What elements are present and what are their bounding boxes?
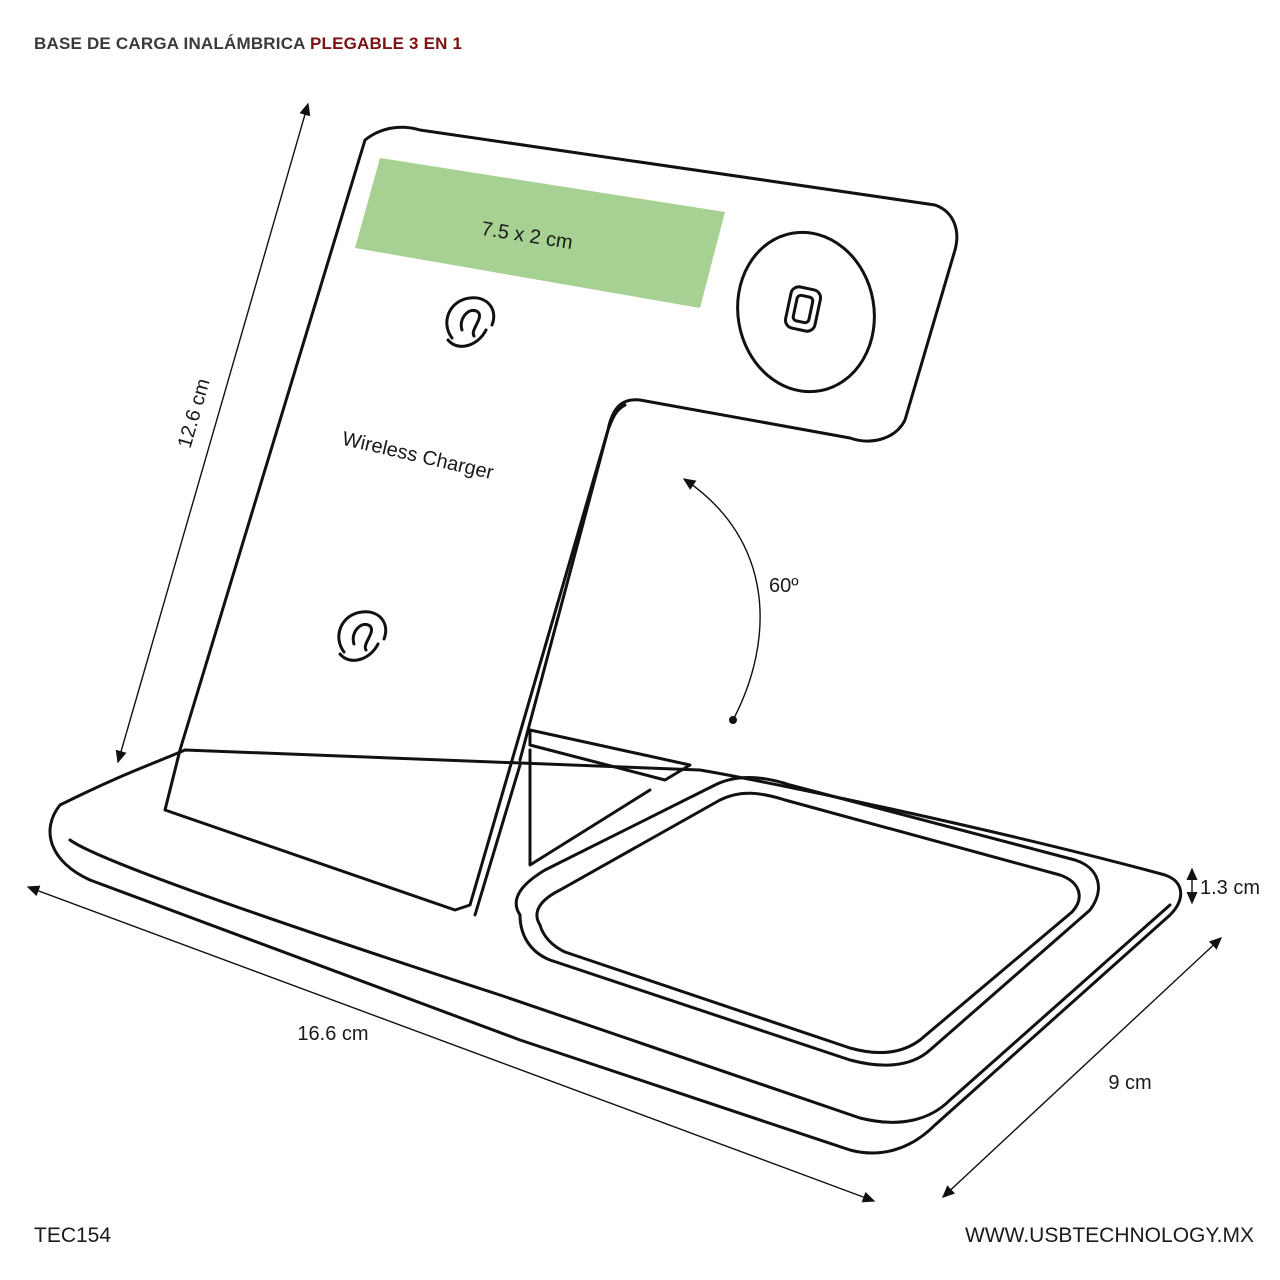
length-dimension-label: 16.6 cm (297, 1023, 368, 1045)
thickness-dimension-label: 1.3 cm (1200, 877, 1260, 899)
angle-pivot (729, 716, 737, 724)
height-dimension-line (115, 102, 311, 764)
title-accent: PLEGABLE 3 EN 1 (309, 34, 463, 53)
website-link[interactable]: WWW.USBTECHNOLOGY.MX (965, 1224, 1254, 1247)
device-label: Wireless Charger (340, 428, 496, 484)
length-dimension-line (26, 885, 876, 1203)
charging-coil-icon (337, 610, 388, 662)
angle-arc (682, 478, 761, 721)
hinge-strip (528, 728, 692, 782)
title-main: BASE DE CARGA INALÁMBRICA (34, 34, 306, 53)
product-code: TEC154 (34, 1224, 112, 1247)
charging-coil-icon (445, 296, 496, 348)
page-title: BASE DE CARGA INALÁMBRICA PLEGABLE 3 EN … (34, 34, 462, 54)
angle-label: 60º (769, 575, 799, 597)
print-area: 7.5 x 2 cm (355, 158, 725, 308)
watch-puck-icon (736, 230, 876, 394)
width-dimension-line (941, 937, 1223, 1198)
width-dimension-label: 9 cm (1108, 1072, 1151, 1094)
hinge-wedge (528, 748, 652, 867)
height-dimension-label: 12.6 cm (174, 376, 215, 450)
